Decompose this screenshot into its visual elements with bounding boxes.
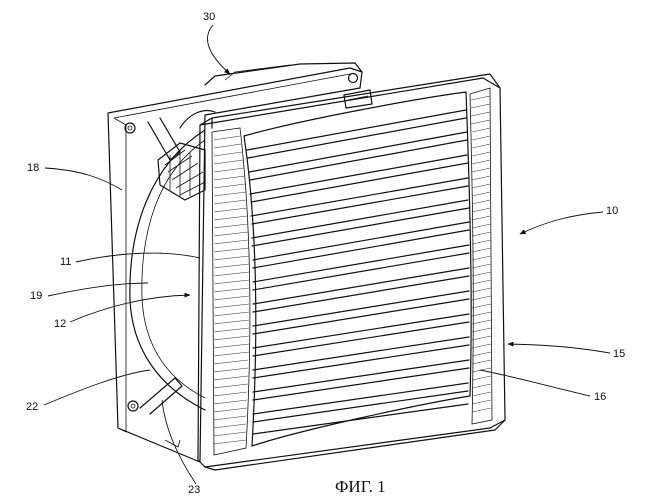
leader-15 <box>508 344 610 353</box>
label-10: 10 <box>606 205 618 217</box>
label-16: 16 <box>594 391 606 403</box>
label-18: 18 <box>27 162 39 174</box>
label-22: 22 <box>26 401 38 413</box>
figure-caption: ФИГ. 1 <box>335 477 386 496</box>
right-hatch-lines <box>471 96 491 412</box>
leader-16 <box>480 370 590 396</box>
rear-housing <box>108 63 362 462</box>
label-19: 19 <box>30 290 42 302</box>
leader-23 <box>162 400 196 484</box>
label-15: 15 <box>613 348 625 360</box>
label-23: 23 <box>188 484 200 496</box>
leader-19 <box>48 283 148 296</box>
label-12: 12 <box>54 318 66 330</box>
label-30: 30 <box>203 11 215 23</box>
right-hatch-panel <box>470 88 492 424</box>
leader-10 <box>520 212 603 234</box>
leader-11 <box>76 253 200 262</box>
leader-30 <box>208 25 230 74</box>
label-11: 11 <box>60 256 71 268</box>
leader-22 <box>44 370 150 405</box>
left-hatch-lines <box>214 136 249 444</box>
louvres <box>247 110 469 434</box>
